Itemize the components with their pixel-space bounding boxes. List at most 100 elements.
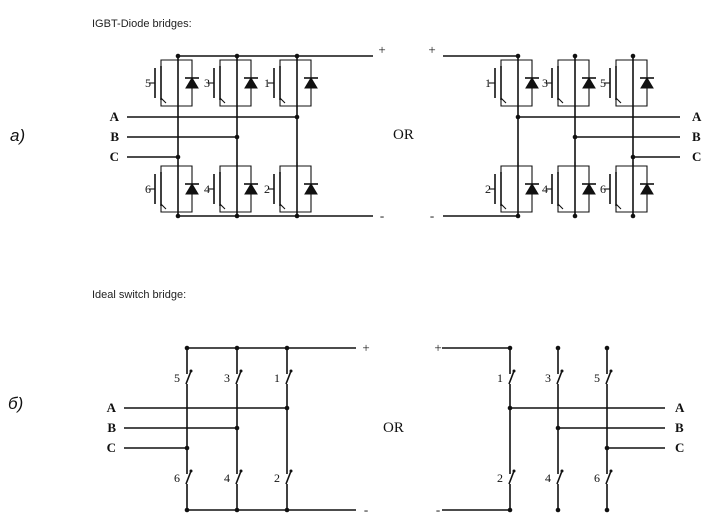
emitter-arrow: [615, 97, 622, 104]
row-label-a: a): [10, 126, 25, 145]
ideal-switch: 1: [274, 366, 293, 390]
collector-wire: [160, 56, 179, 68]
emitter-arrow: [279, 203, 286, 210]
plus-terminal: +: [378, 42, 385, 57]
minus-terminal: -: [430, 208, 434, 223]
emitter-arrow: [500, 203, 507, 210]
diode-triangle: [304, 183, 318, 195]
terminal-c: C: [692, 149, 701, 164]
terminal-c: C: [675, 440, 684, 455]
junction-dot: [630, 154, 636, 160]
collector-wire: [500, 56, 519, 68]
ideal-switch: 3: [545, 366, 564, 390]
heading-igbt-bridges: IGBT-Diode bridges:: [92, 18, 192, 30]
switch-number: 4: [542, 182, 548, 196]
minus-terminal: -: [364, 502, 368, 517]
switch-number: 2: [274, 471, 280, 485]
terminal-b: B: [110, 129, 119, 144]
terminal-c: C: [110, 149, 119, 164]
junction-dot: [184, 445, 190, 451]
ideal-switch: 2: [274, 466, 293, 490]
collector-wire: [219, 162, 238, 174]
switch-number: 4: [545, 471, 551, 485]
igbt-diode-cell: 2: [485, 162, 539, 216]
minus-terminal: -: [380, 208, 384, 223]
diode-triangle: [640, 183, 654, 195]
switch-number: 3: [224, 371, 230, 385]
diode-triangle: [185, 183, 199, 195]
switch-number: 1: [264, 76, 270, 90]
collector-wire: [557, 162, 576, 174]
switch-number: 3: [542, 76, 548, 90]
switch-contact: [289, 369, 293, 373]
collector-wire: [279, 162, 298, 174]
terminal-b: B: [107, 420, 116, 435]
collector-wire: [500, 162, 519, 174]
switch-number: 6: [594, 471, 600, 485]
emitter-arrow: [615, 203, 622, 210]
diode-triangle: [304, 77, 318, 89]
ideal-switch: 2: [497, 466, 516, 490]
emitter-arrow: [219, 203, 226, 210]
ideal-bridge-right: + - 1 2 3 4 5 6 ABC: [434, 340, 685, 517]
ideal-switch: 4: [545, 466, 564, 490]
ideal-switch: 6: [174, 466, 193, 490]
emitter-arrow: [219, 97, 226, 104]
diode-triangle: [244, 77, 258, 89]
switch-number: 2: [497, 471, 503, 485]
switch-number: 1: [497, 371, 503, 385]
ideal-switch: 5: [594, 366, 613, 390]
switch-contact: [239, 369, 243, 373]
switch-number: 3: [545, 371, 551, 385]
igbt-diode-cell: 2: [264, 162, 318, 216]
collector-wire: [279, 56, 298, 68]
switch-number: 5: [145, 76, 151, 90]
plus-terminal: +: [434, 340, 441, 355]
junction-dot: [234, 425, 240, 431]
switch-contact: [609, 469, 613, 473]
switch-number: 5: [600, 76, 606, 90]
switch-contact: [609, 369, 613, 373]
diode-triangle: [525, 183, 539, 195]
switch-blade: [556, 370, 563, 385]
igbt-diode-cell: 5: [145, 56, 199, 110]
collector-wire: [557, 56, 576, 68]
emitter-arrow: [500, 97, 507, 104]
switch-number: 2: [485, 182, 491, 196]
igbt-diode-cell: 4: [204, 162, 258, 216]
switch-contact: [239, 469, 243, 473]
switch-blade: [508, 370, 515, 385]
minus-terminal: -: [436, 502, 440, 517]
ideal-switch: 5: [174, 366, 193, 390]
terminal-b: B: [692, 129, 701, 144]
collector-wire: [160, 162, 179, 174]
ideal-switch: 1: [497, 366, 516, 390]
diode-triangle: [244, 183, 258, 195]
terminal-a: A: [107, 400, 117, 415]
terminal-a: A: [675, 400, 685, 415]
switch-contact: [512, 369, 516, 373]
switch-blade: [605, 470, 612, 485]
emitter-arrow: [160, 97, 167, 104]
igbt-diode-cell: 6: [145, 162, 199, 216]
switch-blade: [508, 470, 515, 485]
junction-dot: [515, 114, 521, 120]
igbt-diode-cell: 6: [600, 162, 654, 216]
switch-number: 5: [594, 371, 600, 385]
switch-contact: [189, 369, 193, 373]
switch-number: 1: [274, 371, 280, 385]
collector-wire: [615, 56, 634, 68]
switch-contact: [512, 469, 516, 473]
diode-triangle: [582, 77, 596, 89]
or-label-igbt: OR: [393, 127, 414, 143]
ideal-switch: 6: [594, 466, 613, 490]
row-label-b: б): [8, 394, 23, 413]
junction-dot: [555, 425, 561, 431]
terminal-b: B: [675, 420, 684, 435]
switch-blade: [235, 470, 242, 485]
igbt-diode-cell: 5: [600, 56, 654, 110]
igbt-diode-cell: 3: [542, 56, 596, 110]
